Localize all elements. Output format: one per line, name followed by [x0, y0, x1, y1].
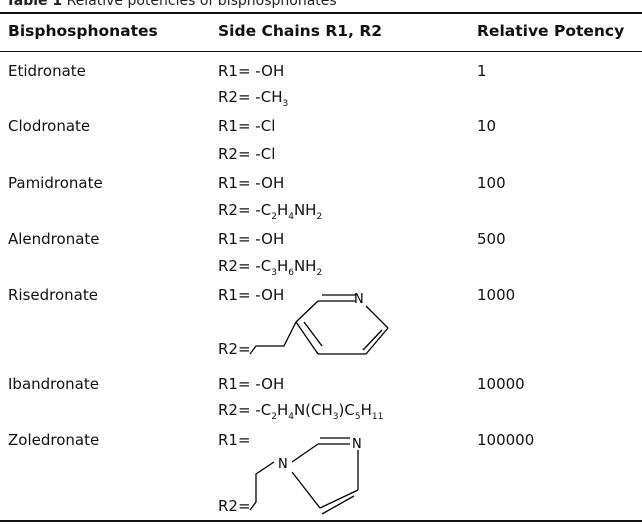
row-name-etidronate: Etidronate: [8, 62, 86, 80]
ring-double-bond-4: [321, 495, 355, 515]
row-r1-clodronate: R1= -Cl: [218, 117, 276, 135]
imidazole-nitrogen-atom-1: N: [278, 457, 288, 472]
ring-bond-3: [365, 305, 389, 329]
ring-bond-6: [295, 321, 319, 355]
row-r2-clodronate: R2= -Cl: [218, 145, 276, 163]
row-r1-ibandronate: R1= -OH: [218, 375, 285, 393]
row-r2-ibandronate: R2= -C2H4N(CH3)C5H11: [218, 401, 384, 422]
row-potency-zoledronate: 100000: [477, 431, 535, 449]
row-r1-etidronate: R1= -OH: [218, 62, 285, 80]
row-potency-etidronate: 1: [477, 62, 487, 80]
ring-bond-1: [295, 300, 319, 323]
row-r2-etidronate: R2= -CH3: [218, 88, 289, 109]
ring-bond-1: [291, 443, 319, 463]
row-potency-risedronate: 1000: [477, 286, 516, 304]
pyridine-nitrogen-atom: N: [354, 292, 364, 307]
row-r2-risedronate: R2=: [218, 340, 251, 358]
ring-double-bond-6: [303, 321, 323, 347]
row-r1-risedronate: R1= -OH: [218, 286, 285, 304]
row-r2-zoledronate: R2=: [218, 497, 251, 515]
header-relative-potency: Relative Potency: [477, 22, 625, 40]
row-r1-pamidronate: R1= -OH: [218, 174, 285, 192]
row-name-pamidronate: Pamidronate: [8, 174, 103, 192]
row-name-ibandronate: Ibandronate: [8, 375, 99, 393]
ring-bond-4: [365, 327, 389, 355]
header-side-chains: Side Chains R1, R2: [218, 22, 383, 40]
methylene-linker-bond: [249, 461, 275, 511]
row-potency-alendronate: 500: [477, 230, 506, 248]
caption-label: Table 1: [6, 0, 63, 9]
row-name-alendronate: Alendronate: [8, 230, 100, 248]
ring-bond-4: [319, 489, 359, 509]
pyridine-structure-icon: N: [249, 292, 389, 355]
top-rule: [0, 12, 642, 14]
methylene-linker-bond: [249, 321, 297, 355]
header-rule: [0, 51, 642, 52]
ring-bond-5: [291, 471, 321, 509]
imidazole-nitrogen-atom-2: N: [352, 437, 362, 452]
row-r2-pamidronate: R2= -C2H4NH2: [218, 201, 323, 222]
bottom-rule: [0, 520, 642, 522]
header-bisphosphonates: Bisphosphonates: [8, 22, 158, 40]
row-name-zoledronate: Zoledronate: [8, 431, 100, 449]
ring-double-bond-4: [362, 329, 383, 351]
row-name-clodronate: Clodronate: [8, 117, 91, 135]
row-r1-alendronate: R1= -OH: [218, 230, 285, 248]
row-potency-clodronate: 10: [477, 117, 497, 135]
row-potency-ibandronate: 10000: [477, 375, 525, 393]
caption-text: Relative potencies of bisphosphonates: [66, 0, 337, 9]
imidazole-structure-icon: N N: [249, 437, 362, 515]
row-r1-zoledronate: R1=: [218, 431, 251, 449]
table-caption: Table 1 Relative potencies of bisphospho…: [6, 0, 337, 9]
row-potency-pamidronate: 100: [477, 174, 506, 192]
row-name-risedronate: Risedronate: [8, 286, 98, 304]
row-r2-alendronate: R2= -C3H6NH2: [218, 257, 323, 278]
